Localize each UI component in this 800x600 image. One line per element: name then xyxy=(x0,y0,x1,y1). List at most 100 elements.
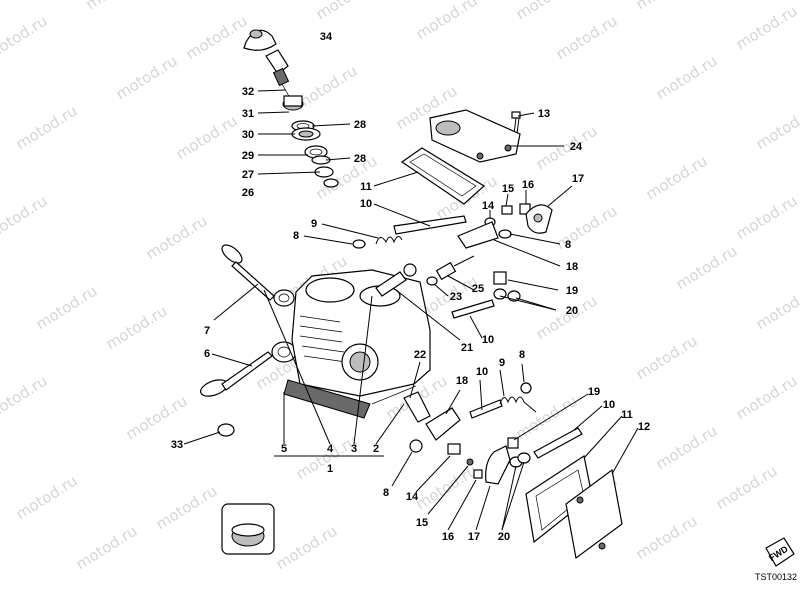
watermark-text: motod.ru xyxy=(633,0,701,13)
part-19-bushing-lower xyxy=(507,437,519,449)
leader-lines xyxy=(183,89,639,531)
callout-8-upper-right: 8 xyxy=(565,239,571,251)
callout-32: 32 xyxy=(242,86,254,98)
watermark-text: motod.ru xyxy=(83,0,151,13)
part-14-shim-lower xyxy=(447,443,461,455)
part-25-bolt xyxy=(435,255,475,281)
watermark-text: motod.ru xyxy=(0,192,50,244)
part-28-washer-upper xyxy=(291,127,321,141)
part-20-washers-upper xyxy=(493,288,521,302)
callout-9-lower: 9 xyxy=(499,357,505,369)
watermark-text: motod.ru xyxy=(633,332,701,384)
callout-14-upper: 14 xyxy=(482,200,495,212)
callout-8-lower-right: 8 xyxy=(519,349,525,361)
callout-16-upper: 16 xyxy=(522,179,534,191)
watermark-text: motod.ru xyxy=(13,102,81,154)
watermark-text: motod.ru xyxy=(533,122,601,174)
callout-10-upper: 10 xyxy=(360,198,372,210)
part-8-washer-lower-right xyxy=(520,382,532,394)
callout-11-upper: 11 xyxy=(360,181,372,193)
callout-23: 23 xyxy=(450,291,462,303)
callout-15-upper: 15 xyxy=(502,183,514,195)
callout-11-lower: 11 xyxy=(621,409,633,421)
callout-4: 4 xyxy=(327,443,334,455)
watermark-text: motod.ru xyxy=(553,12,621,64)
drawing-code: TST00132 xyxy=(755,572,797,582)
watermark-text: motod.ru xyxy=(753,102,800,154)
part-10-shaft-middle xyxy=(451,299,495,319)
watermark-text: motod.ru xyxy=(103,302,171,354)
watermark-text: motod.ru xyxy=(0,372,50,424)
part-7-valve-intake xyxy=(221,244,275,301)
callout-6: 6 xyxy=(204,348,210,360)
callout-3: 3 xyxy=(351,443,357,455)
part-8-washer-upper-right xyxy=(498,229,512,239)
callout-13: 13 xyxy=(538,108,550,120)
callout-34: 34 xyxy=(320,31,333,43)
part-10-shaft-upper xyxy=(393,215,467,235)
part-8-washer-lower-left xyxy=(409,439,423,453)
watermark-text: motod.ru xyxy=(113,52,181,104)
watermark-text: motod.ru xyxy=(153,482,221,534)
watermark-text: motod.ru xyxy=(413,0,481,43)
part-7-seat xyxy=(273,289,295,307)
watermark-text: motod.ru xyxy=(633,512,701,564)
callout-labels: 34 32 31 30 29 27 26 28 28 13 24 11 10 9… xyxy=(171,31,650,543)
watermark-text: motod.ru xyxy=(673,242,741,294)
callout-10-right: 10 xyxy=(603,399,615,411)
callout-26: 26 xyxy=(242,187,254,199)
callout-24: 24 xyxy=(570,141,583,153)
callout-22: 22 xyxy=(414,349,426,361)
watermark-text: motod.ru xyxy=(733,2,800,54)
part-16-cap-lower xyxy=(473,469,483,479)
callout-19-upper: 19 xyxy=(566,285,578,297)
watermark-text: motod.ru xyxy=(173,112,241,164)
callout-33: 33 xyxy=(171,439,183,451)
callout-31: 31 xyxy=(242,108,254,120)
callout-29: 29 xyxy=(242,150,254,162)
part-10-shaft-lower xyxy=(469,399,503,419)
part-18-rocker-lower xyxy=(425,407,461,441)
part-34-cap xyxy=(243,29,277,51)
callout-25: 25 xyxy=(472,283,484,295)
part-21-guide xyxy=(375,263,417,297)
callout-10-middle: 10 xyxy=(482,334,494,346)
watermark-text: motod.ru xyxy=(653,422,721,474)
part-12-cover-lower xyxy=(565,468,623,560)
callout-16-lower: 16 xyxy=(442,531,454,543)
callout-21: 21 xyxy=(461,342,473,354)
part-20-washers-lower xyxy=(509,452,531,468)
callout-8-lower-left: 8 xyxy=(383,487,389,499)
watermark-text: motod.ru xyxy=(33,282,101,334)
watermark-text: motod.ru xyxy=(533,292,601,344)
callout-2: 2 xyxy=(373,443,379,455)
part-33-plug xyxy=(217,423,235,437)
callout-5: 5 xyxy=(281,443,287,455)
callout-27: 27 xyxy=(242,169,254,181)
part-17-rocker-upper xyxy=(525,204,553,234)
part-9-spring-lower xyxy=(499,396,537,413)
part-15-pad-lower xyxy=(466,458,474,466)
part-16-cap-upper xyxy=(519,203,531,215)
part-9-spring-upper xyxy=(375,236,403,245)
callout-7: 7 xyxy=(204,325,210,337)
part-8-washer-upper-left xyxy=(352,239,366,249)
watermark-text: motod.ru xyxy=(313,0,381,23)
part-17-rocker-lower xyxy=(485,445,511,485)
watermark-text: motod.ru xyxy=(653,52,721,104)
watermark-text: motod.ru xyxy=(713,462,781,514)
callout-14-lower: 14 xyxy=(406,491,419,503)
watermark-text: motod.ru xyxy=(143,212,211,264)
watermark-text: motod.ru xyxy=(73,522,141,574)
callout-17-upper: 17 xyxy=(572,173,584,185)
watermark-text: motod.ru xyxy=(513,0,581,23)
callout-19-lower: 19 xyxy=(588,386,600,398)
part-26-circlip xyxy=(323,178,339,188)
part-23-washer xyxy=(426,276,438,286)
part-32-sensor xyxy=(265,49,291,99)
callout-8-upper-left: 8 xyxy=(293,230,299,242)
part-11-gasket-upper xyxy=(400,147,485,205)
watermark-text: motod.ru xyxy=(273,522,341,574)
